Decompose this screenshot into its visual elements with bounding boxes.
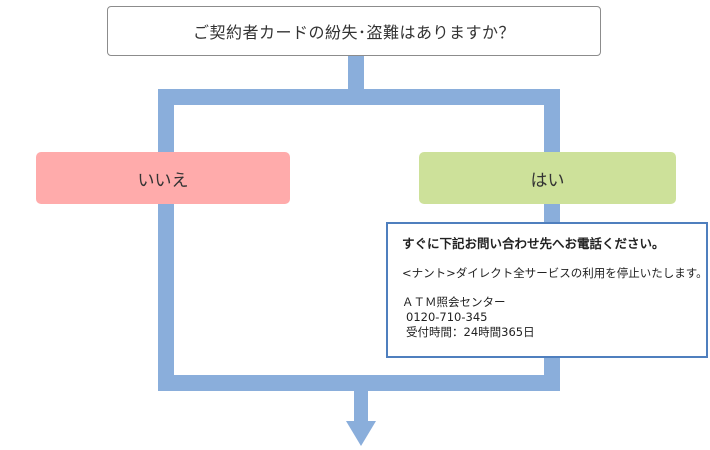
contact-center-name: ＡＴＭ照会センター — [402, 295, 506, 310]
instruction-heading: すぐに下記お問い合わせ先へお電話ください。 — [402, 236, 665, 251]
left-branch-line — [158, 89, 174, 391]
service-stop-note: <ナント>ダイレクト全サービスの利用を停止いたします。 — [402, 266, 708, 281]
answer-no-label: いいえ — [137, 170, 189, 191]
answer-yes-label: はい — [530, 170, 565, 191]
answer-yes-box: はい — [419, 152, 676, 204]
instruction-box: すぐに下記お問い合わせ先へお電話ください。 <ナント>ダイレクト全サービスの利用… — [386, 222, 708, 358]
question-text: ご契約者カードの紛失･盗難はありますか？ — [192, 23, 515, 42]
answer-no-box: いいえ — [36, 152, 290, 204]
top-branch-bar — [158, 89, 560, 105]
contact-phone-number: 0120-710-345 — [406, 310, 488, 325]
down-arrow-icon — [346, 421, 376, 446]
question-box: ご契約者カードの紛失･盗難はありますか？ — [107, 6, 601, 56]
stem-from-question — [348, 56, 364, 97]
stem-to-arrow — [354, 391, 368, 422]
bottom-merge-bar — [158, 375, 560, 391]
contact-hours: 受付時間：24時間365日 — [406, 325, 535, 340]
